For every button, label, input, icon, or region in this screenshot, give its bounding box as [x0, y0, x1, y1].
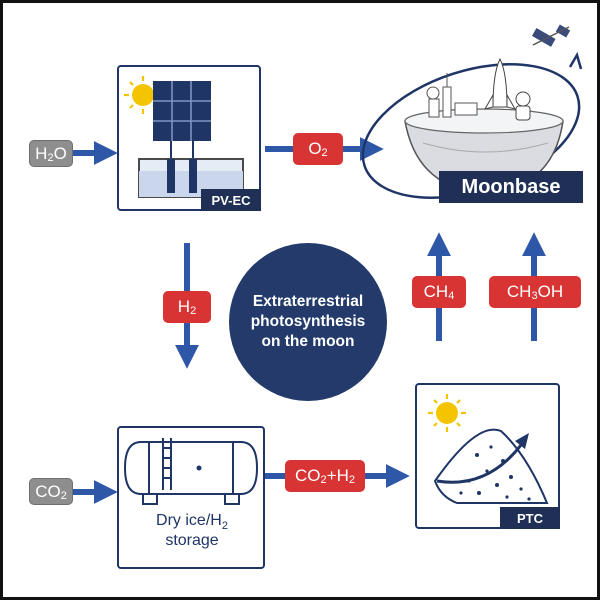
- moonbase-label: Moonbase: [439, 171, 583, 203]
- ptc-label: PTC: [500, 507, 560, 529]
- center-line-1: Extraterrestrial: [252, 293, 364, 310]
- center-line-3: on the moon: [261, 333, 355, 350]
- ptc-panel: PTC: [415, 383, 560, 529]
- storage-line-1: Dry ice/H2: [156, 512, 228, 532]
- central-concept-circle: Extraterrestrial photosynthesis on the m…: [229, 243, 387, 401]
- solar-panel-icon: [153, 81, 211, 141]
- sun-icon: [428, 394, 466, 432]
- base-buildings-icon: [426, 73, 478, 118]
- pv-ec-panel: PV-EC: [117, 65, 261, 211]
- storage-tank-icon: [123, 438, 259, 505]
- catalyst-pile-icon: [433, 428, 549, 504]
- rocket-icon: [483, 57, 517, 110]
- product-flow-arrow-icon: [436, 433, 529, 484]
- storage-caption: Dry ice/H2 storage: [119, 511, 265, 551]
- astronaut-icon: [515, 91, 531, 121]
- space-station-icon: [531, 24, 571, 47]
- ptc-illustration: [428, 394, 549, 504]
- storage-line-2: storage: [165, 532, 219, 549]
- storage-panel: [117, 426, 265, 569]
- pv-ec-illustration: [124, 76, 244, 198]
- center-line-2: photosynthesis: [250, 313, 366, 330]
- orbit-arrowhead: [568, 51, 583, 70]
- storage-tank-illustration: [123, 438, 259, 505]
- pv-ec-label: PV-EC: [201, 189, 261, 211]
